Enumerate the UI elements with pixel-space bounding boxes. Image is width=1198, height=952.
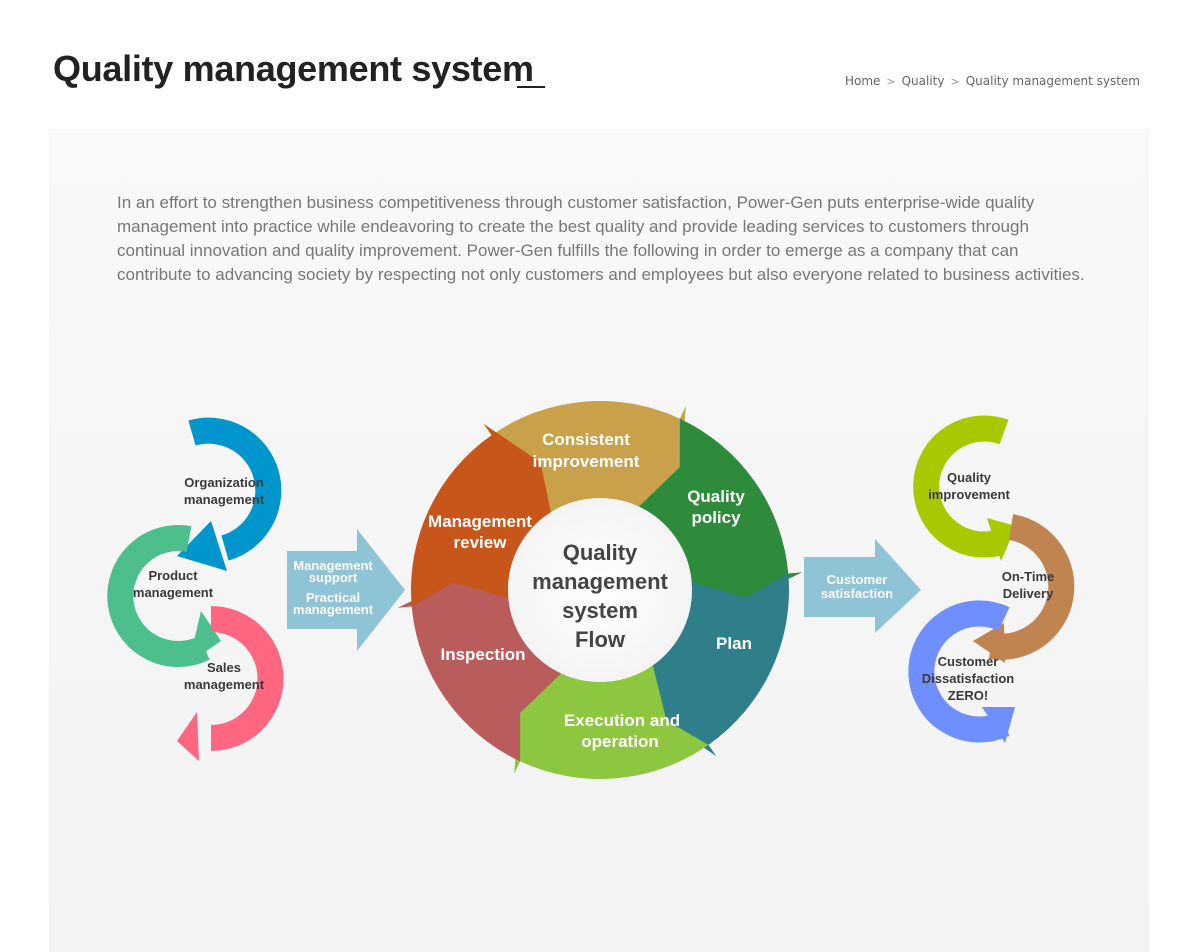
- quality-improvement-ring: Quality improvement: [913, 415, 1016, 561]
- ring-arrow-shape: [188, 417, 282, 561]
- label-consistent-1: Consistent: [542, 430, 630, 449]
- label-on-time-1: On-Time: [1002, 569, 1055, 584]
- label-management-support-2: support: [309, 570, 358, 585]
- label-sales-2: management: [184, 677, 265, 692]
- label-quality-policy-2: policy: [691, 508, 741, 527]
- center-label-2: management: [532, 569, 668, 594]
- ring-arrowhead: [177, 712, 199, 761]
- customer-dissatisfaction-ring: Customer Dissatisfaction ZERO!: [908, 600, 1015, 743]
- label-customer-dis-3: ZERO!: [948, 688, 988, 703]
- label-on-time-2: Delivery: [1003, 586, 1054, 601]
- ring-arrow-shape: [908, 600, 1010, 743]
- arrow-shape: [804, 539, 921, 633]
- flow-segment-5: [411, 423, 553, 607]
- label-customer-dis-2: Dissatisfaction: [922, 671, 1015, 686]
- ring-arrow-shape: [988, 514, 1075, 660]
- title-underscore: [517, 86, 545, 88]
- label-sales-1: Sales: [207, 660, 241, 675]
- label-practical-management-2: management: [293, 602, 374, 617]
- flow-segment-1: [638, 418, 803, 603]
- breadcrumb-home[interactable]: Home: [844, 74, 881, 88]
- label-organization-1: Organization: [184, 475, 264, 490]
- sales-ring: Sales management: [177, 606, 284, 761]
- center-flow-ring: [397, 400, 803, 779]
- center-label-1: Quality: [563, 540, 638, 565]
- ring-arrowhead: [982, 707, 1015, 743]
- flow-segment-4: [397, 577, 562, 762]
- label-management-support-1: Management: [293, 558, 373, 573]
- breadcrumb-current[interactable]: Quality management system: [965, 74, 1140, 88]
- label-organization-2: management: [184, 492, 265, 507]
- ring-arrowhead: [973, 623, 1005, 663]
- page-title: Quality management system: [53, 48, 534, 89]
- label-quality-policy-1: Quality: [687, 487, 745, 506]
- label-management-review-1: Management: [428, 512, 532, 531]
- label-customer-dis-1: Customer: [938, 654, 999, 669]
- label-product-1: Product: [148, 568, 198, 583]
- on-time-delivery-ring: On-Time Delivery: [973, 514, 1075, 663]
- flow-segment-0: [491, 400, 686, 516]
- organization-ring: Organization management: [177, 417, 282, 571]
- label-management-review-2: review: [454, 533, 508, 552]
- label-consistent-2: improvement: [533, 452, 640, 471]
- right-cycle: Quality improvement On-Time Delivery Cus…: [908, 415, 1075, 743]
- flow-segment-3: [514, 664, 709, 779]
- intro-text: In an effort to strengthen business comp…: [117, 193, 1085, 284]
- content-panel: In an effort to strengthen business comp…: [49, 129, 1149, 952]
- flow-segment-2: [647, 573, 789, 757]
- center-label-4: Flow: [575, 627, 626, 652]
- product-ring: Product management: [107, 525, 221, 667]
- center-label-3: system: [562, 598, 638, 623]
- label-product-2: management: [133, 585, 214, 600]
- ring-arrowhead: [189, 611, 221, 663]
- chevron-right-icon: >: [950, 74, 960, 88]
- breadcrumb: Home > Quality > Quality management syst…: [845, 74, 1140, 88]
- left-cycle: Organization management Product manageme…: [107, 417, 284, 761]
- ring-arrow-shape: [210, 606, 284, 751]
- quality-system-diagram: Organization management Product manageme…: [107, 400, 1075, 779]
- arrow-shape: [287, 529, 405, 651]
- ring-arrow-shape: [107, 525, 210, 667]
- label-inspection: Inspection: [440, 645, 525, 664]
- label-quality-improvement-2: improvement: [928, 487, 1010, 502]
- ring-arrow-shape: [913, 415, 1009, 558]
- label-execution-1: Execution and: [564, 711, 680, 730]
- segment-labels: Consistent improvement Quality policy Pl…: [428, 430, 752, 751]
- label-plan: Plan: [716, 634, 752, 653]
- label-execution-2: operation: [581, 732, 658, 751]
- customer-satisfaction-arrow: Customer satisfaction: [804, 539, 921, 633]
- label-quality-improvement-1: Quality: [947, 470, 992, 485]
- label-customer-satisfaction-1: Customer: [827, 572, 888, 587]
- ring-arrowhead: [177, 521, 227, 571]
- ring-arrowhead: [987, 518, 1016, 561]
- management-support-arrow: Management support Practical management: [287, 529, 405, 651]
- label-customer-satisfaction-2: satisfaction: [821, 586, 893, 601]
- chevron-right-icon: >: [886, 74, 896, 88]
- center-disc: Quality management system Flow: [508, 498, 692, 682]
- breadcrumb-quality[interactable]: Quality: [901, 74, 945, 88]
- label-practical-management-1: Practical: [306, 590, 360, 605]
